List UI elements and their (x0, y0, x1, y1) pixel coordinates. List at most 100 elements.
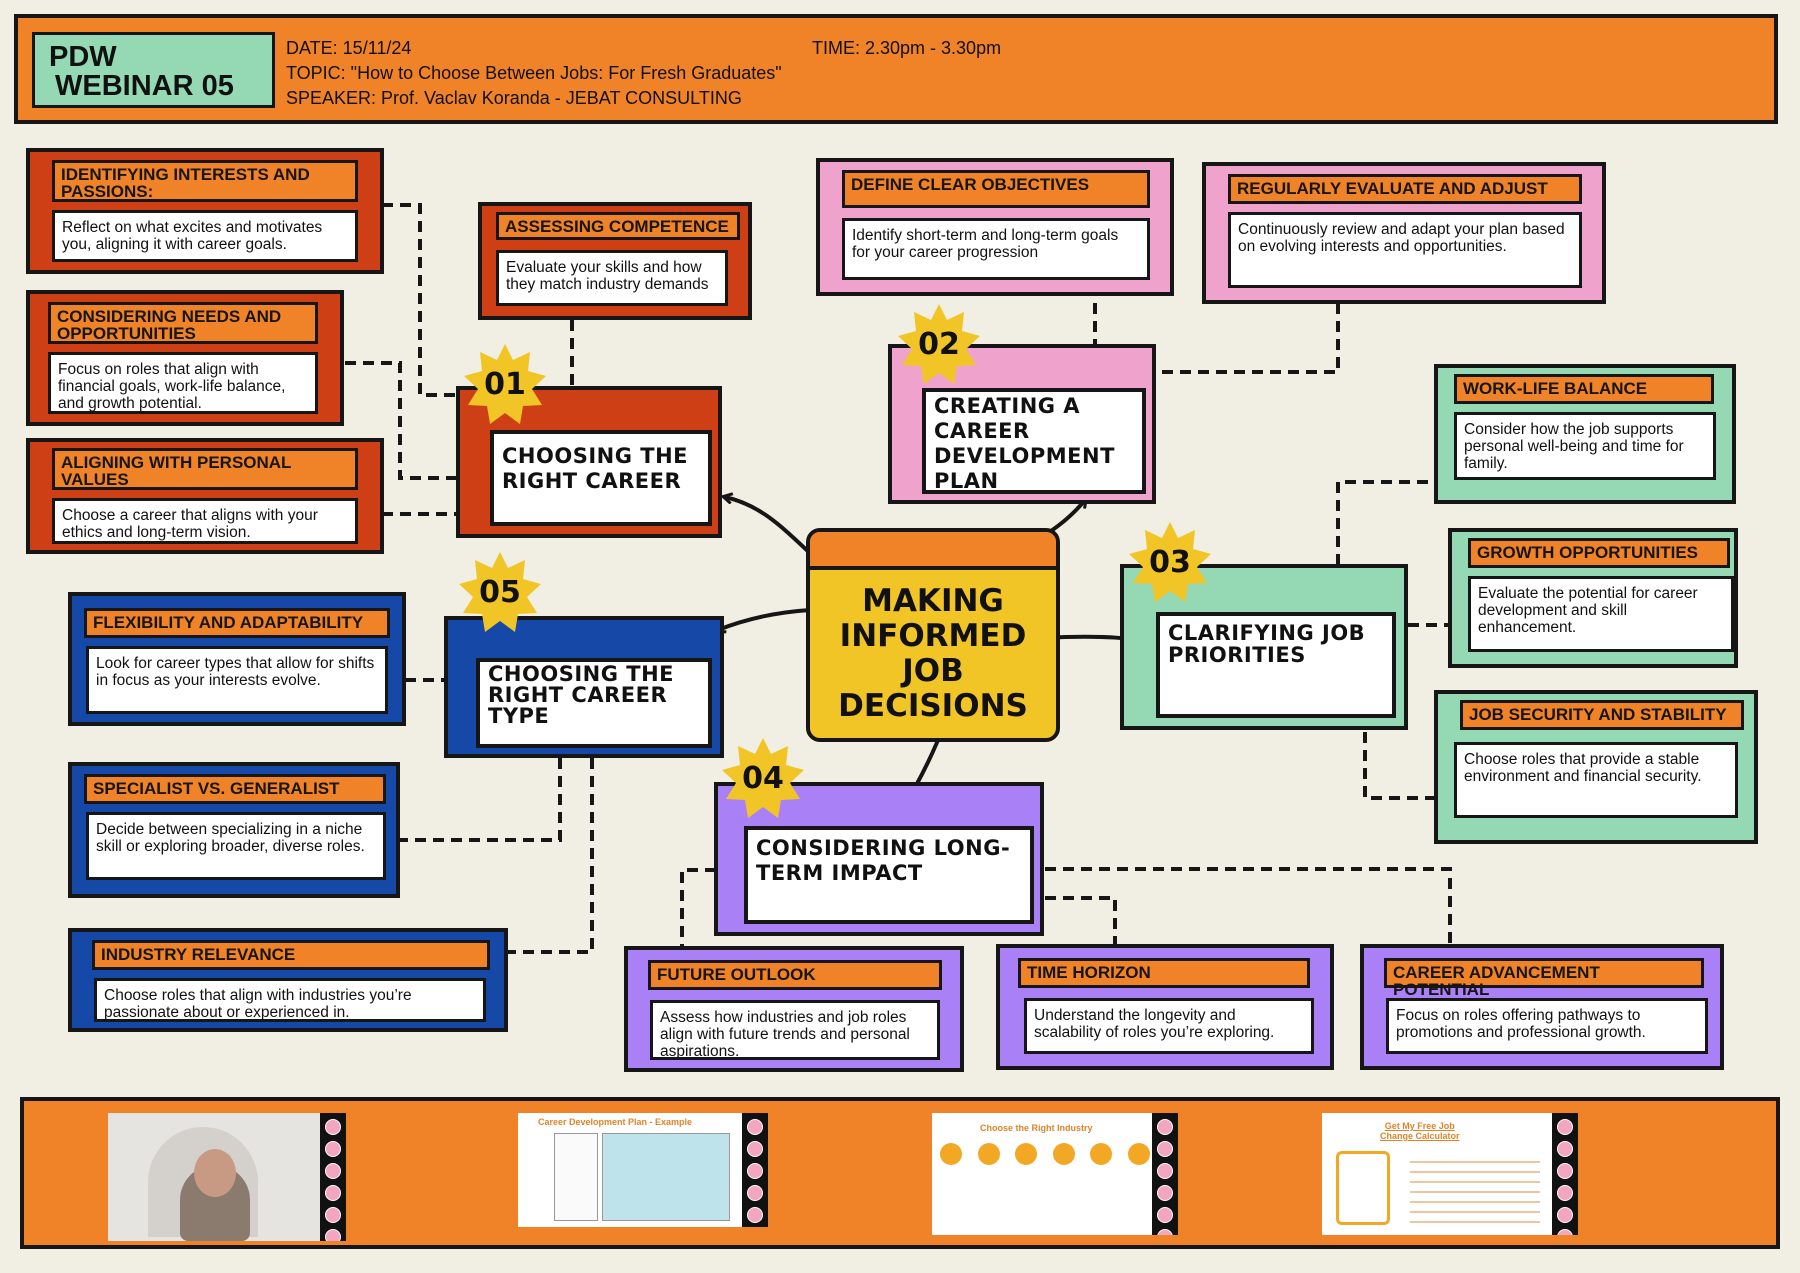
participant-strip (320, 1113, 346, 1241)
card-flexibility-text: Look for career types that allow for shi… (86, 646, 388, 714)
section-02-number: 02 (918, 327, 960, 362)
section-02-panel: CREATING A CAREER DEVELOPMENT PLAN (888, 344, 1156, 504)
circle-icon (1052, 1143, 1075, 1165)
section-01-title: CHOOSING THE RIGHT CAREER (490, 430, 712, 526)
center-line-3: JOB (902, 653, 964, 689)
badge-line-2: WEBINAR 05 (55, 70, 234, 102)
card-future-text: Assess how industries and job roles alig… (650, 1000, 940, 1060)
section-02-star-badge: 02 (894, 300, 984, 390)
participant-strip (1152, 1113, 1178, 1235)
header-bar: PDW WEBINAR 05 DATE: 15/11/24 TIME: 2.30… (14, 14, 1778, 124)
card-competence: ASSESSING COMPETENCE Evaluate your skill… (478, 202, 752, 320)
thumbnail-2-title: Career Development Plan - Example (538, 1117, 693, 1127)
thumbnail-speaker-video[interactable] (108, 1113, 346, 1241)
section-04-title: CONSIDERING LONG-TERM IMPACT (744, 826, 1034, 924)
topic-text: TOPIC: "How to Choose Between Jobs: For … (286, 63, 782, 83)
card-values-title: ALIGNING WITH PERSONAL VALUES (52, 448, 358, 490)
circle-icon (1127, 1143, 1150, 1165)
circle-icon (977, 1143, 1000, 1165)
thumbnail-career-plan-slide[interactable]: Career Development Plan - Example (518, 1113, 768, 1227)
checklist-lines (1410, 1153, 1540, 1223)
section-04-star-badge: 04 (718, 734, 808, 824)
card-horizon-text: Understand the longevity and scalability… (1024, 998, 1314, 1054)
card-objectives-text: Identify short-term and long-term goals … (842, 218, 1150, 280)
section-03-title: CLARIFYING JOB PRIORITIES (1156, 612, 1396, 718)
section-05-number: 05 (479, 575, 521, 610)
card-future-title: FUTURE OUTLOOK (648, 960, 942, 990)
circle-icon (1090, 1143, 1113, 1165)
screenshot-strip: Career Development Plan - Example Choose… (20, 1097, 1780, 1249)
section-03-star-badge: 03 (1125, 518, 1215, 608)
card-future: FUTURE OUTLOOK Assess how industries and… (624, 946, 964, 1072)
card-specialist: SPECIALIST VS. GENERALIST Decide between… (68, 762, 400, 898)
star-burst-icon (1129, 522, 1211, 602)
card-worklife: WORK-LIFE BALANCE Consider how the job s… (1434, 364, 1736, 504)
card-security: JOB SECURITY AND STABILITY Choose roles … (1434, 690, 1758, 844)
section-01-star-badge: 01 (460, 340, 550, 430)
badge-line-1: PDW (49, 41, 117, 73)
card-objectives: DEFINE CLEAR OBJECTIVES Identify short-t… (816, 158, 1174, 296)
card-evaluate: REGULARLY EVALUATE AND ADJUST Continuous… (1202, 162, 1606, 304)
card-growth: GROWTH OPPORTUNITIES Evaluate the potent… (1448, 528, 1738, 668)
industry-icon-row (940, 1143, 1150, 1167)
card-evaluate-title: REGULARLY EVALUATE AND ADJUST (1228, 174, 1582, 204)
card-needs-title: CONSIDERING NEEDS AND OPPORTUNITIES (48, 302, 318, 344)
card-worklife-text: Consider how the job supports personal w… (1454, 412, 1716, 480)
card-interests: IDENTIFYING INTERESTS AND PASSIONS: Refl… (26, 148, 384, 274)
participant-strip (742, 1113, 768, 1227)
card-flexibility-title: FLEXIBILITY AND ADAPTABILITY (84, 608, 390, 638)
star-burst-icon (898, 304, 980, 384)
calculator-icon (1336, 1151, 1390, 1225)
section-05-title: CHOOSING THE RIGHT CAREER TYPE (476, 658, 712, 748)
center-line-1: MAKING (862, 583, 1004, 619)
section-05-star-badge: 05 (455, 548, 545, 638)
card-needs: CONSIDERING NEEDS AND OPPORTUNITIES Focu… (26, 290, 344, 426)
card-needs-text: Focus on roles that align with financial… (48, 352, 318, 414)
center-node: MAKING INFORMED JOB DECISIONS (806, 528, 1060, 742)
card-values-text: Choose a career that aligns with your et… (52, 498, 358, 544)
time-text: TIME: 2.30pm - 3.30pm (812, 38, 1002, 58)
date-text: DATE: 15/11/24 (286, 38, 412, 58)
thumbnail-3-title: Choose the Right Industry (980, 1123, 1093, 1133)
card-horizon-title: TIME HORIZON (1018, 958, 1310, 988)
card-growth-title: GROWTH OPPORTUNITIES (1468, 538, 1730, 568)
card-horizon: TIME HORIZON Understand the longevity an… (996, 944, 1334, 1070)
section-04-panel: CONSIDERING LONG-TERM IMPACT (714, 782, 1044, 936)
center-line-2: INFORMED (839, 618, 1027, 654)
card-advancement-title: CAREER ADVANCEMENT POTENTIAL (1384, 958, 1704, 998)
card-specialist-text: Decide between specializing in a niche s… (86, 812, 386, 880)
plan-table-right (602, 1133, 730, 1221)
circle-icon (940, 1143, 962, 1165)
card-competence-title: ASSESSING COMPETENCE (496, 212, 740, 240)
star-burst-icon (722, 738, 804, 818)
thumbnail-4-title-line-1: Get My Free Job (1384, 1121, 1455, 1131)
section-04-number: 04 (742, 761, 784, 796)
thumbnail-calculator-slide[interactable]: Get My Free Job Change Calculator (1322, 1113, 1578, 1235)
speaker-text: SPEAKER: Prof. Vaclav Koranda - JEBAT CO… (286, 88, 742, 108)
webinar-badge: PDW WEBINAR 05 (32, 32, 275, 108)
card-flexibility: FLEXIBILITY AND ADAPTABILITY Look for ca… (68, 592, 406, 726)
card-worklife-title: WORK-LIFE BALANCE (1454, 374, 1714, 404)
card-industry: INDUSTRY RELEVANCE Choose roles that ali… (68, 928, 508, 1032)
card-advancement: CAREER ADVANCEMENT POTENTIAL Focus on ro… (1360, 944, 1724, 1070)
center-line-4: DECISIONS (838, 688, 1028, 724)
participant-strip (1552, 1113, 1578, 1235)
card-security-text: Choose roles that provide a stable envir… (1454, 742, 1738, 818)
plan-table-left (554, 1133, 598, 1221)
card-evaluate-text: Continuously review and adapt your plan … (1228, 212, 1582, 288)
thumbnail-industry-slide[interactable]: Choose the Right Industry (932, 1113, 1178, 1235)
card-values: ALIGNING WITH PERSONAL VALUES Choose a c… (26, 438, 384, 554)
card-advancement-text: Focus on roles offering pathways to prom… (1386, 998, 1708, 1054)
card-specialist-title: SPECIALIST VS. GENERALIST (84, 774, 386, 804)
section-05-panel: CHOOSING THE RIGHT CAREER TYPE (444, 616, 724, 758)
card-industry-title: INDUSTRY RELEVANCE (92, 940, 490, 970)
star-burst-icon (459, 552, 541, 632)
card-interests-text: Reflect on what excites and motivates yo… (52, 210, 358, 262)
section-03-number: 03 (1149, 545, 1191, 580)
circle-icon (1015, 1143, 1038, 1165)
center-node-tab (810, 532, 1056, 570)
card-growth-text: Evaluate the potential for career develo… (1468, 576, 1734, 652)
center-node-title: MAKING INFORMED JOB DECISIONS (810, 584, 1056, 724)
card-security-title: JOB SECURITY AND STABILITY (1460, 700, 1744, 730)
speaker-head (194, 1149, 236, 1197)
